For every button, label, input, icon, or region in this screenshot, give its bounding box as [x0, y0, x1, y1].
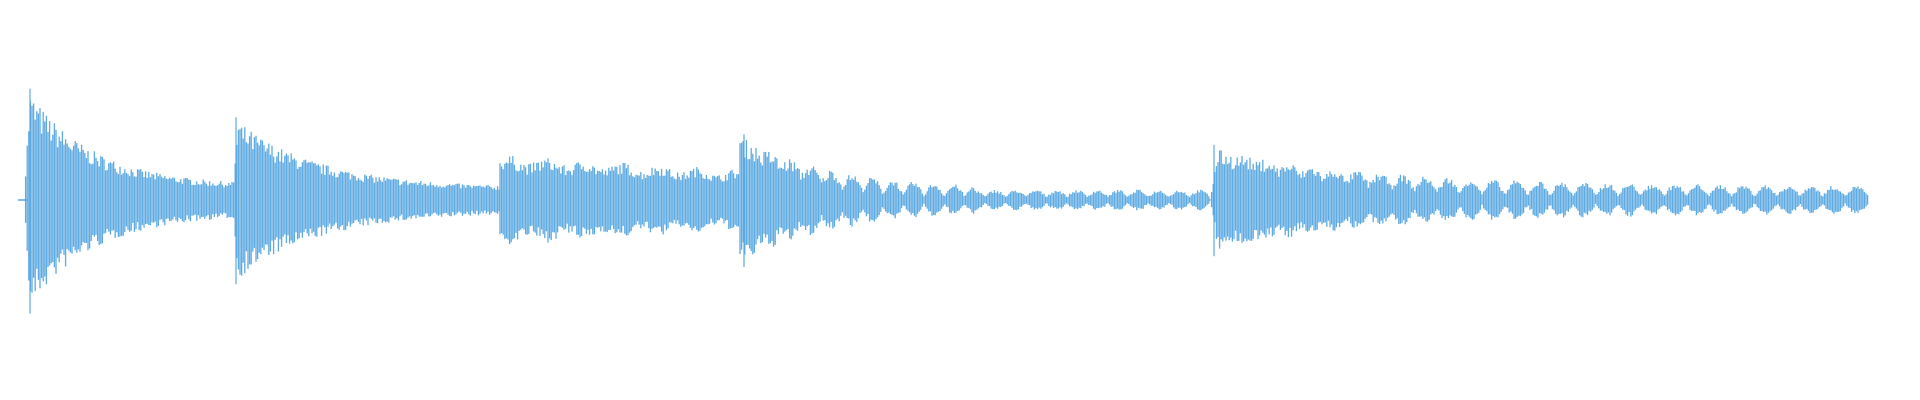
waveform-trace: [23, 101, 1869, 293]
waveform-samples: [23, 88, 1869, 314]
